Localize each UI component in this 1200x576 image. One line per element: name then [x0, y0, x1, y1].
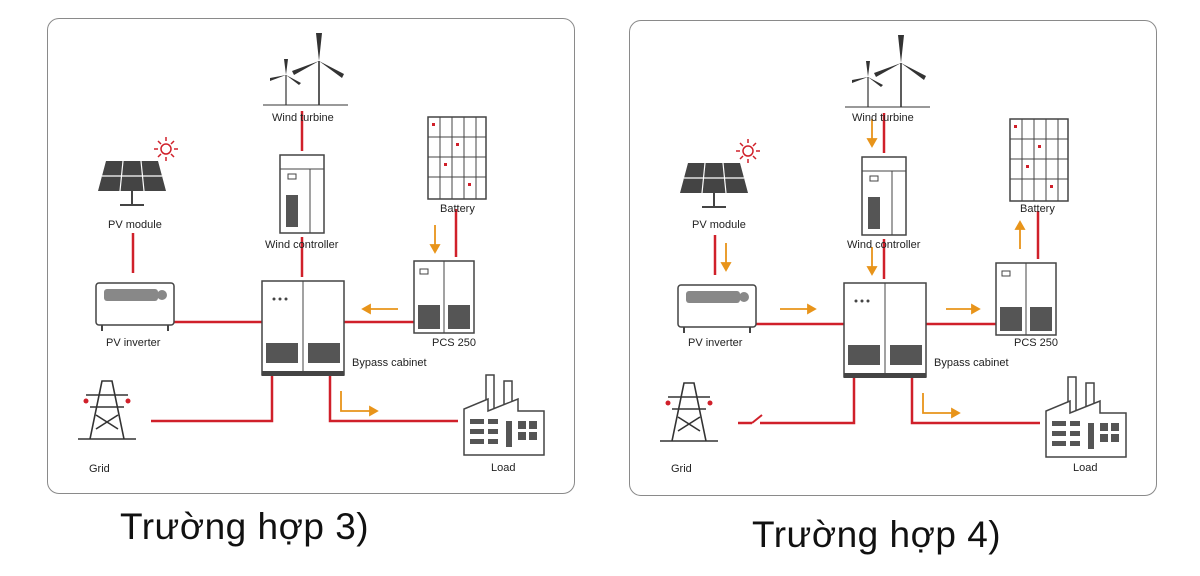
- battery-label: Battery: [1020, 203, 1055, 215]
- battery-icon: [1009, 118, 1069, 202]
- pv-module-label: PV module: [692, 219, 746, 231]
- wind-turbine-icon: [263, 33, 348, 106]
- wind-turbine-icon: [845, 35, 930, 108]
- system-diagram: [660, 35, 1127, 458]
- connection-lines: [131, 111, 458, 423]
- diagram-panel-case-3: Wind turbine PV module Wind controller B…: [47, 18, 575, 494]
- wind-controller-icon: [861, 156, 907, 236]
- bypass-cabinet-icon: [261, 280, 345, 376]
- pcs-label: PCS 250: [432, 337, 477, 349]
- load-factory-icon: [1045, 376, 1127, 458]
- wind-controller-label: Wind controller: [265, 239, 339, 251]
- system-diagram: [78, 33, 545, 456]
- wind-turbine-label: Wind turbine: [272, 112, 334, 124]
- diagram-panel-case-4: Wind turbine PV module Wind controller B…: [629, 20, 1157, 496]
- flow-arrows: [720, 119, 1026, 419]
- wind-controller-label: Wind controller: [847, 239, 921, 251]
- wind-turbine-label: Wind turbine: [852, 112, 914, 124]
- pcs-label: PCS 250: [1014, 337, 1059, 349]
- battery-icon: [427, 116, 487, 200]
- pv-inverter-label: PV inverter: [688, 337, 743, 349]
- battery-label: Battery: [440, 203, 475, 215]
- bypass-cabinet-label: Bypass cabinet: [352, 357, 427, 369]
- load-label: Load: [1073, 462, 1098, 474]
- pcs-icon: [413, 260, 475, 334]
- grid-tower-icon: [660, 382, 718, 442]
- pv-inverter-icon: [677, 284, 757, 333]
- pv-module-icon: [680, 139, 760, 208]
- bypass-cabinet-icon: [843, 282, 927, 378]
- grid-tower-icon: [78, 380, 136, 440]
- bypass-cabinet-label: Bypass cabinet: [934, 357, 1009, 369]
- pv-module-icon: [98, 137, 178, 206]
- connection-lines: [713, 113, 1040, 425]
- load-factory-icon: [463, 374, 545, 456]
- case-4-caption: Trường hợp 4): [752, 514, 1002, 555]
- load-label: Load: [491, 462, 516, 474]
- pv-module-label: PV module: [108, 219, 162, 231]
- grid-label: Grid: [89, 463, 110, 475]
- pcs-icon: [995, 262, 1057, 336]
- grid-label: Grid: [671, 463, 692, 475]
- flow-arrows: [340, 225, 441, 417]
- case-3-caption: Trường hợp 3): [120, 506, 370, 547]
- pv-inverter-icon: [95, 282, 175, 331]
- pv-inverter-label: PV inverter: [106, 337, 161, 349]
- wind-controller-icon: [279, 154, 325, 234]
